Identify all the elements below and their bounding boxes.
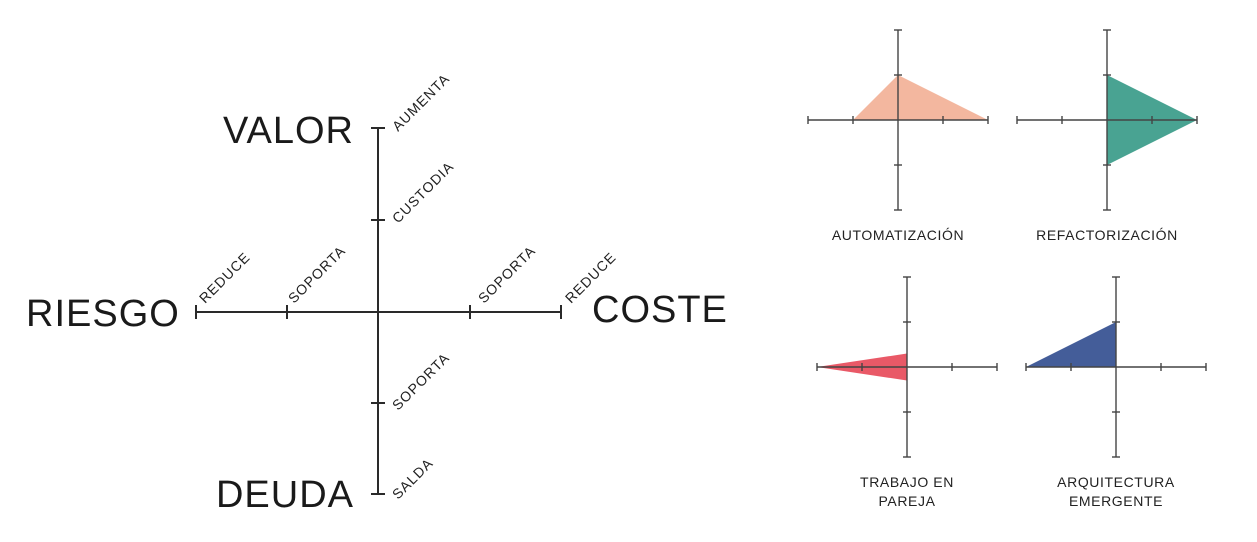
tick-label-coste-soporta: SOPORTA	[475, 242, 539, 306]
practice-label: TRABAJO EN	[860, 474, 954, 490]
tick-label-salda: SALDA	[389, 455, 436, 502]
label-deuda: DEUDA	[216, 474, 354, 516]
practice-chart: TRABAJO EN PAREJA	[816, 276, 998, 509]
practice-charts: AUTOMATIZACIÓN REFACTORIZACIÓN TRABAJO EN P…	[807, 29, 1207, 509]
tick-label-riesgo-reduce: REDUCE	[196, 249, 253, 306]
practice-chart: ARQUITECTURA EMERGENTE	[1025, 276, 1207, 509]
practice-chart: AUTOMATIZACIÓN	[807, 29, 989, 243]
tick-label-custodia: CUSTODIA	[389, 158, 457, 226]
practice-chart: REFACTORIZACIÓN	[1016, 29, 1198, 243]
main-diagram: VALOR RIESGO COSTE DEUDA AUMENTA CUSTODI…	[26, 70, 728, 516]
practice-label: PAREJA	[878, 493, 935, 509]
practice-label: REFACTORIZACIÓN	[1036, 227, 1178, 243]
practice-shape	[1026, 322, 1116, 367]
tick-label-deuda-soporta: SOPORTA	[389, 349, 453, 413]
practice-label: ARQUITECTURA	[1057, 474, 1175, 490]
practice-shape	[853, 75, 988, 120]
label-valor: VALOR	[223, 110, 354, 152]
practice-label: AUTOMATIZACIÓN	[832, 227, 964, 243]
tick-label-riesgo-soporta: SOPORTA	[285, 242, 349, 306]
tick-label-aumenta: AUMENTA	[389, 70, 453, 134]
practice-label: EMERGENTE	[1069, 493, 1163, 509]
label-riesgo: RIESGO	[26, 293, 180, 335]
label-coste: COSTE	[592, 289, 728, 331]
